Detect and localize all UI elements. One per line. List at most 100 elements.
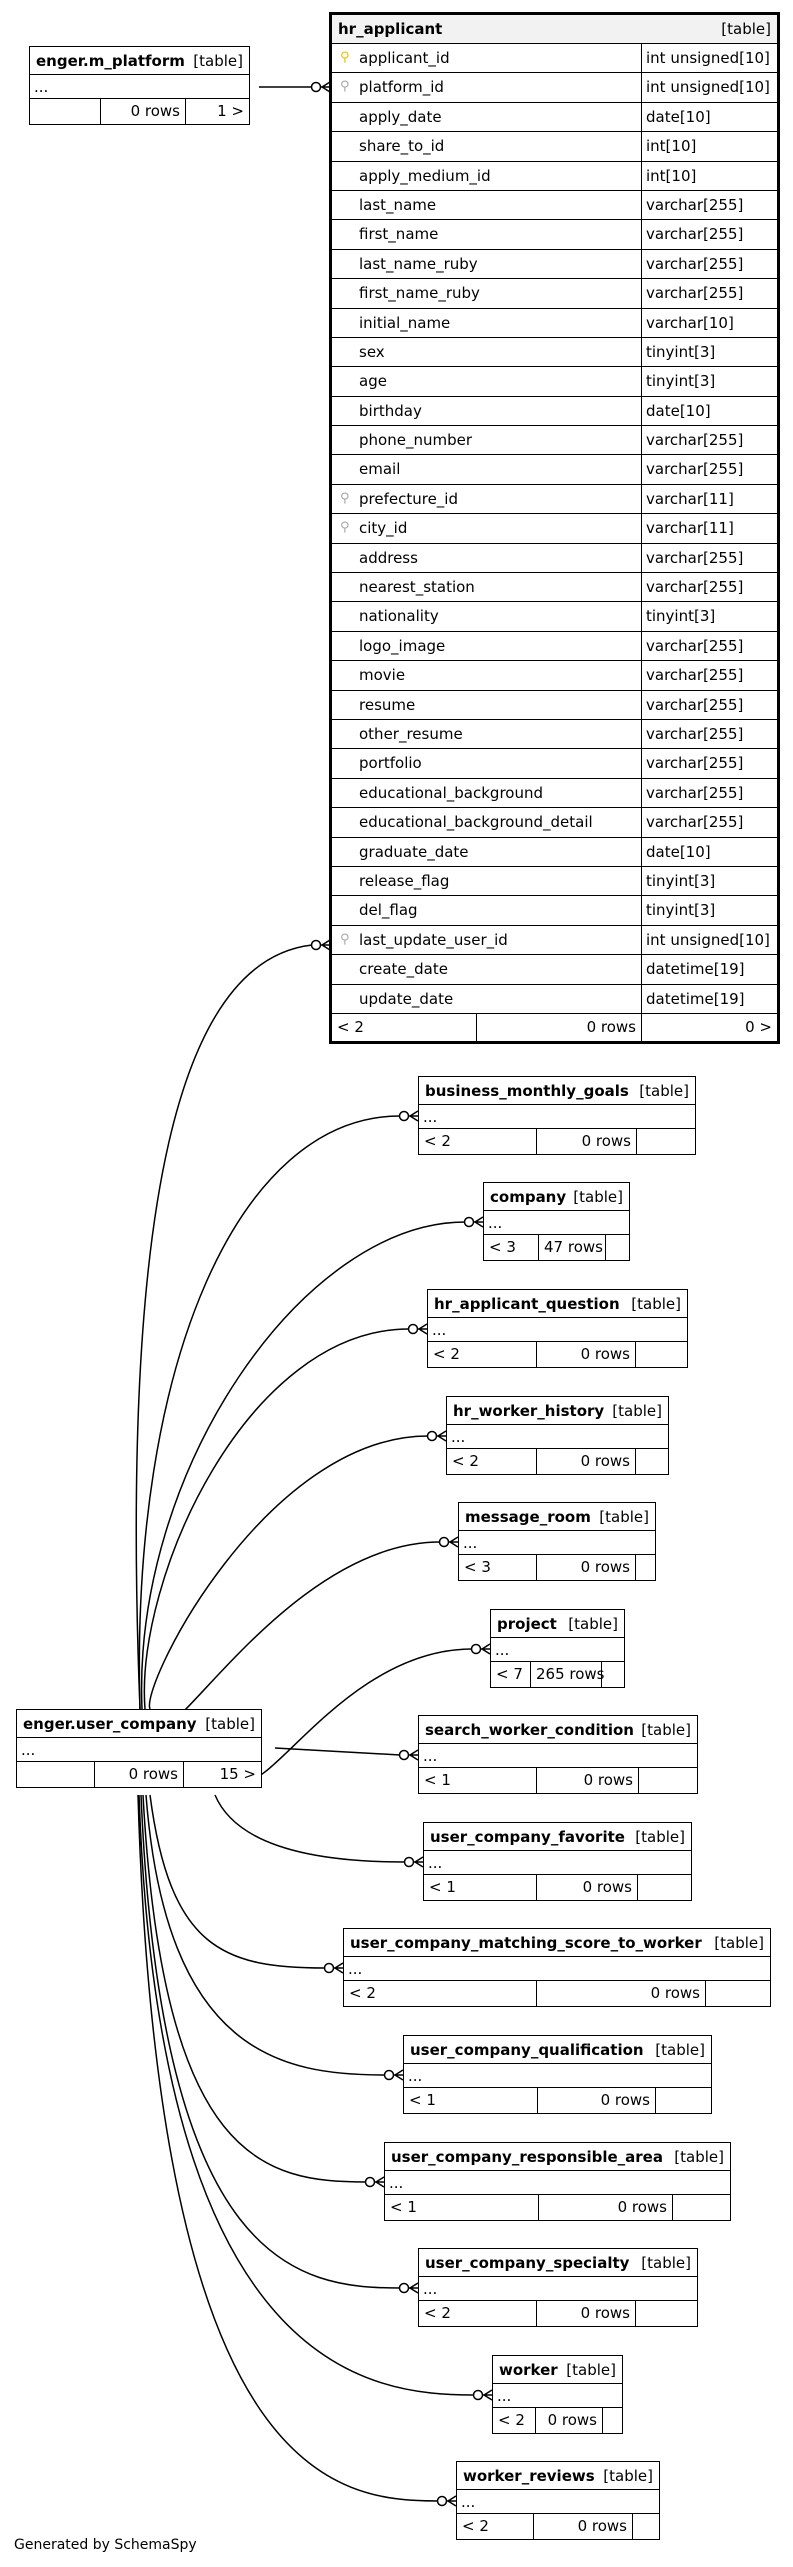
child-table-kind: [table]	[639, 1081, 689, 1100]
child-table-parents[interactable]: < 1	[424, 1875, 537, 1900]
child-table-parents[interactable]: < 3	[459, 1555, 537, 1580]
column-name: graduate_date	[332, 837, 642, 866]
child-table-parents[interactable]: < 1	[404, 2088, 538, 2113]
column-name-text: update_date	[359, 989, 454, 1008]
column-name-text: city_id	[359, 519, 408, 538]
child-table-name: user_company_responsible_area	[391, 2147, 663, 2166]
child-table-kind: [table]	[641, 1720, 691, 1739]
edge-user-company-to-business-monthly-goals	[138, 1115, 401, 1710]
child-table-kind: [table]	[655, 2040, 705, 2059]
child-table-parents[interactable]: < 7	[491, 1662, 531, 1687]
child-table-parents[interactable]: < 2	[493, 2408, 536, 2433]
column-type: varchar[10]	[646, 313, 734, 332]
user-company-table-children[interactable]: 15 >	[219, 1765, 256, 1783]
child-table-parents[interactable]: < 2	[419, 1129, 537, 1154]
main-table-kind: [table]	[721, 20, 771, 38]
child-table-ellipsis: ...	[419, 2277, 697, 2301]
child-table-ellipsis: ...	[344, 1957, 770, 1981]
child-table-kind: [table]	[612, 1401, 662, 1420]
column-name-text: other_resume	[359, 724, 463, 743]
column-name-text: phone_number	[359, 431, 472, 450]
column-name: create_date	[332, 955, 642, 984]
child-table-rows: 0 rows	[537, 1555, 636, 1580]
edge-user-company-to-user-company-favorite	[214, 1794, 406, 1863]
child-table-parents[interactable]: < 1	[385, 2195, 539, 2220]
platform-table-rows: 0 rows	[101, 99, 186, 124]
main-table-parents[interactable]: < 2	[332, 1013, 477, 1041]
child-table-ellipsis: ...	[428, 1318, 687, 1342]
child-table-user-company-responsible-area[interactable]: user_company_responsible_area[table]...<…	[384, 2142, 731, 2221]
column-type: varchar[255]	[646, 695, 744, 714]
foreign-key-icon: ⚲	[340, 520, 350, 536]
child-table-parents[interactable]: < 2	[447, 1449, 537, 1474]
crowfoot-end	[398, 2282, 419, 2294]
child-table-parents[interactable]: < 2	[419, 2301, 537, 2326]
platform-table-children[interactable]: 1 >	[217, 102, 244, 120]
child-table-parents[interactable]: < 2	[428, 1342, 537, 1367]
platform-table[interactable]: enger.m_platform[table] ... 0 rows 1 >	[29, 46, 250, 125]
column-type: varchar[255]	[646, 813, 744, 832]
column-name: other_resume	[332, 719, 642, 749]
child-table-user-company-matching-score-to-worker[interactable]: user_company_matching_score_to_worker[ta…	[343, 1928, 771, 2007]
child-table-rows: 0 rows	[538, 2088, 656, 2113]
child-table-parents[interactable]: < 1	[419, 1768, 537, 1793]
child-table-children	[639, 1768, 697, 1793]
user-company-table[interactable]: enger.user_company[table] ... 0 rows 15 …	[16, 1709, 262, 1788]
child-table-name: project	[497, 1614, 557, 1633]
column-name-text: create_date	[359, 960, 448, 979]
platform-table-kind: [table]	[193, 51, 243, 70]
main-table-children[interactable]: 0 >	[745, 1017, 772, 1036]
child-table-parents[interactable]: < 3	[484, 1235, 539, 1260]
child-table-name: user_company_qualification	[410, 2040, 644, 2059]
child-table-parents[interactable]: < 2	[344, 1981, 537, 2006]
column-name-text: address	[359, 548, 418, 567]
child-table-parents[interactable]: < 2	[457, 2514, 534, 2539]
